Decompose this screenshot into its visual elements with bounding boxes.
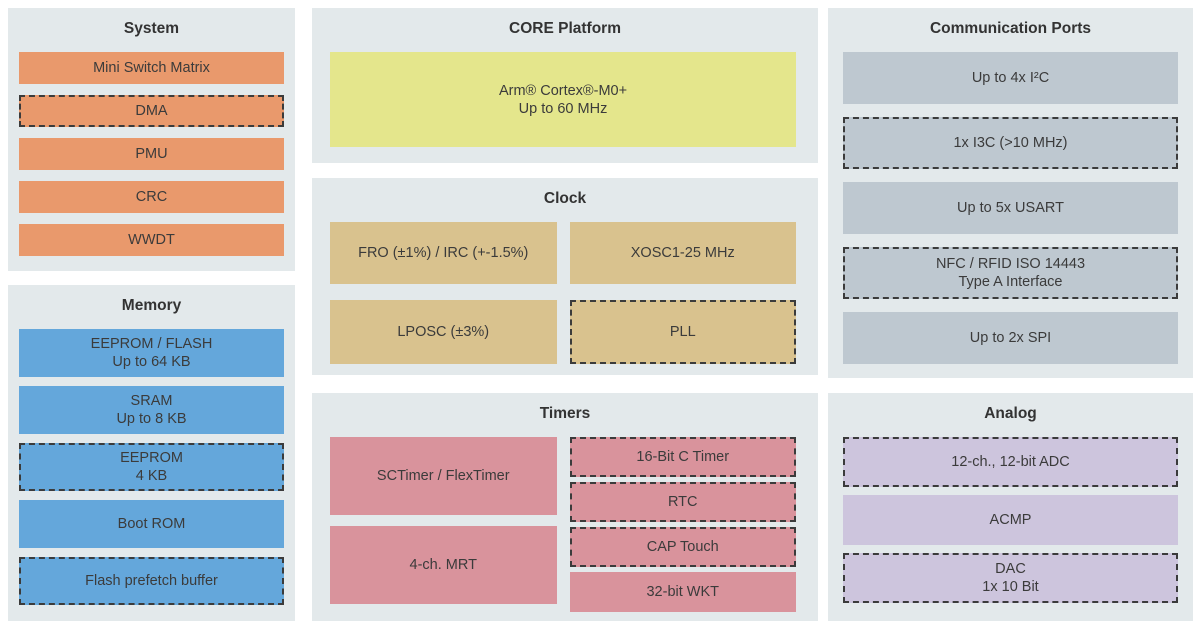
block-boot-rom: Boot ROM xyxy=(19,500,284,548)
block-dma: DMA xyxy=(19,95,284,127)
panel-title-system: System xyxy=(123,20,180,37)
block-crc: CRC xyxy=(19,181,284,213)
panel-comm: Communication Ports Up to 4x I²C 1x I3C (>… xyxy=(828,8,1193,378)
panel-title-analog: Analog xyxy=(984,405,1037,422)
block-usart: Up to 5x USART xyxy=(843,182,1178,234)
block-mrt: 4-ch. MRT xyxy=(330,526,557,604)
block-acmp: ACMP xyxy=(843,495,1178,545)
block-eeprom-4kb: EEPROM 4 KB xyxy=(19,443,284,491)
panel-body-comm: Up to 4x I²C 1x I3C (>10 MHz) Up to 5x USA… xyxy=(828,52,1193,364)
block-i3c: 1x I3C (>10 MHz) xyxy=(843,117,1178,169)
block-lposc: LPOSC (±3%) xyxy=(330,300,557,364)
block-cap-touch: CAP Touch xyxy=(569,527,796,567)
block-mini-switch-matrix: Mini Switch Matrix xyxy=(19,52,284,84)
block-wwdt: WWDT xyxy=(19,224,284,256)
panel-title-memory: Memory xyxy=(121,297,182,314)
block-fro-irc: FRO (±1%) / IRC (+-1.5%) xyxy=(330,222,557,284)
block-ctimer-16bit: 16-Bit C Timer xyxy=(569,437,796,477)
block-i2c: Up to 4x I²C xyxy=(843,52,1178,104)
block-eeprom-flash: EEPROM / FLASH Up to 64 KB xyxy=(19,329,284,377)
panel-title-clock: Clock xyxy=(543,190,587,207)
panel-title-timers: Timers xyxy=(539,405,591,422)
panel-analog: Analog 12-ch., 12-bit ADC ACMP DAC 1x 10 Bi… xyxy=(828,393,1193,621)
block-arm-cortex-m0plus: Arm® Cortex®-M0+ Up to 60 MHz xyxy=(330,52,796,147)
block-adc: 12-ch., 12-bit ADC xyxy=(843,437,1178,487)
panel-body-memory: EEPROM / FLASH Up to 64 KB SRAM Up to 8 K… xyxy=(8,329,295,605)
block-sctimer-flextimer: SCTimer / FlexTimer xyxy=(330,437,557,515)
panel-title-core: CORE Platform xyxy=(509,20,621,37)
block-dac: DAC 1x 10 Bit xyxy=(843,553,1178,603)
panel-title-comm: Communication Ports xyxy=(929,20,1092,37)
block-spi: Up to 2x SPI xyxy=(843,312,1178,364)
block-pll: PLL xyxy=(569,300,796,364)
panel-body-core: Arm® Cortex®-M0+ Up to 60 MHz xyxy=(312,52,818,147)
block-pmu: PMU xyxy=(19,138,284,170)
block-nfc-rfid: NFC / RFID ISO 14443 Type A Interface xyxy=(843,247,1178,299)
panel-col-left-timers: SCTimer / FlexTimer 4-ch. MRT xyxy=(330,437,557,612)
block-xosc: XOSC1-25 MHz xyxy=(569,222,796,284)
block-flash-prefetch-buffer: Flash prefetch buffer xyxy=(19,557,284,605)
block-sram: SRAM Up to 8 KB xyxy=(19,386,284,434)
block-wkt-32bit: 32-bit WKT xyxy=(569,572,796,612)
panel-body-analog: 12-ch., 12-bit ADC ACMP DAC 1x 10 Bit xyxy=(828,437,1193,603)
block-rtc: RTC xyxy=(569,482,796,522)
